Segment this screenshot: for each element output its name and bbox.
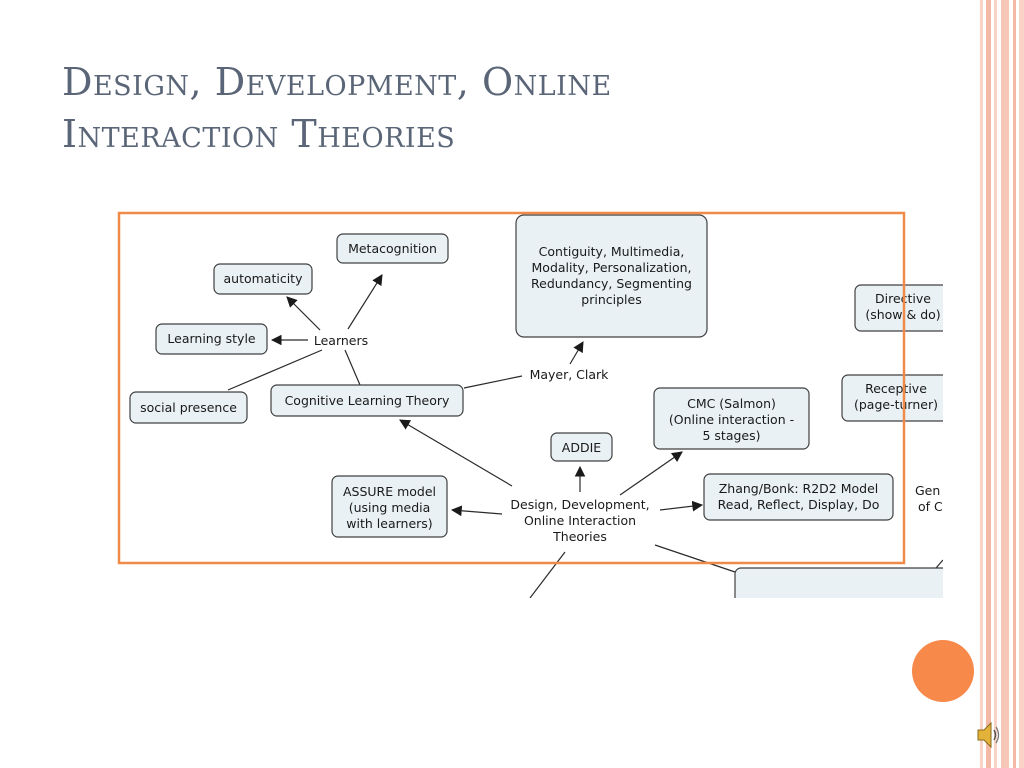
node-zhang-bonk-line-2: Read, Reflect, Display, Do — [718, 497, 880, 512]
node-principles-line-1: Contiguity, Multimedia, — [539, 244, 685, 259]
link-partial-right — [935, 559, 943, 569]
node-addie-label: ADDIE — [562, 440, 601, 455]
node-learning-style: Learning style — [155, 323, 268, 355]
node-center-line-1: Design, Development, — [510, 497, 649, 512]
node-cognitive-learning-theory-label: Cognitive Learning Theory — [285, 393, 450, 408]
node-cmc-salmon: CMC (Salmon) (Online interaction - 5 sta… — [653, 387, 810, 450]
concept-map: Metacognition automaticity Learning styl… — [100, 190, 943, 598]
link-learners-social-presence — [227, 349, 323, 391]
node-center-line-2: Online Interaction — [524, 513, 636, 528]
stripe — [986, 0, 991, 768]
stripe — [980, 0, 983, 768]
stripe — [1019, 0, 1024, 768]
link-learners-automaticity — [286, 296, 321, 331]
highlight-frame — [117, 211, 906, 565]
node-directive: Directive (show & do) — [854, 284, 943, 332]
link-center-lower-left — [529, 551, 566, 598]
node-zhang-bonk-line-1: Zhang/Bonk: R2D2 Model — [719, 481, 879, 496]
node-principles: Contiguity, Multimedia, Modality, Person… — [515, 214, 708, 338]
node-social-presence: social presence — [129, 391, 248, 424]
node-gen-line-1: Gen — [915, 483, 940, 498]
slide-title-line-1: Design, Development, Online — [62, 60, 612, 104]
node-gen-partial: Gen of C — [915, 483, 943, 514]
node-automaticity-label: automaticity — [224, 271, 304, 286]
decorative-orange-circle — [912, 640, 974, 702]
node-principles-line-2: Modality, Personalization, — [532, 260, 692, 275]
link-center-zhang — [659, 500, 704, 512]
link-mayer-principles — [569, 341, 584, 365]
link-cognitive-mayer — [463, 375, 523, 389]
node-gen-line-2: of C — [918, 499, 943, 514]
node-center-topic: Design, Development, Online Interaction … — [510, 497, 649, 544]
node-learning-style-label: Learning style — [167, 331, 256, 346]
node-principles-line-3: Redundancy, Segmenting — [531, 276, 692, 291]
node-addie: ADDIE — [550, 432, 613, 462]
link-learners-metacognition — [347, 274, 383, 330]
node-automaticity: automaticity — [213, 263, 313, 295]
node-receptive: Receptive (page-turner) — [841, 374, 943, 422]
connectors — [227, 274, 943, 598]
node-lower-right-partial — [734, 567, 943, 598]
node-assure: ASSURE model (using media with learners) — [331, 475, 448, 538]
node-assure-line-3: with learners) — [346, 516, 432, 531]
decorative-border-stripes — [980, 0, 1024, 768]
node-cmc-line-2: (Online interaction - — [669, 412, 794, 427]
link-center-assure — [450, 505, 503, 517]
node-cmc-line-1: CMC (Salmon) — [687, 396, 776, 411]
node-metacognition: Metacognition — [336, 233, 449, 264]
stripe — [994, 0, 997, 768]
node-metacognition-label: Metacognition — [348, 241, 437, 256]
link-center-cmc — [619, 451, 683, 496]
node-receptive-line-2: (page-turner) — [854, 397, 938, 412]
node-cognitive-learning-theory: Cognitive Learning Theory — [270, 384, 464, 417]
node-principles-line-4: principles — [581, 292, 641, 307]
slide-title-line-2: Interaction Theories — [62, 112, 456, 156]
stripe — [1013, 0, 1016, 768]
node-center-line-3: Theories — [552, 529, 607, 544]
link-center-cognitive — [399, 419, 513, 487]
slide-title: Design, Development, Online Interaction … — [62, 56, 612, 160]
link-learners-cognitive — [344, 349, 361, 386]
node-assure-line-2: (using media — [349, 500, 431, 515]
node-zhang-bonk: Zhang/Bonk: R2D2 Model Read, Reflect, Di… — [703, 473, 894, 521]
node-social-presence-label: social presence — [140, 400, 237, 415]
speaker-icon[interactable] — [976, 718, 1002, 752]
node-cmc-line-3: 5 stages) — [702, 428, 760, 443]
node-learners: Learners — [314, 333, 368, 348]
node-receptive-line-1: Receptive — [865, 381, 927, 396]
link-center-lower-right — [654, 544, 736, 573]
node-mayer-clark: Mayer, Clark — [530, 367, 610, 382]
stripe — [1001, 0, 1009, 768]
node-assure-line-1: ASSURE model — [343, 484, 436, 499]
